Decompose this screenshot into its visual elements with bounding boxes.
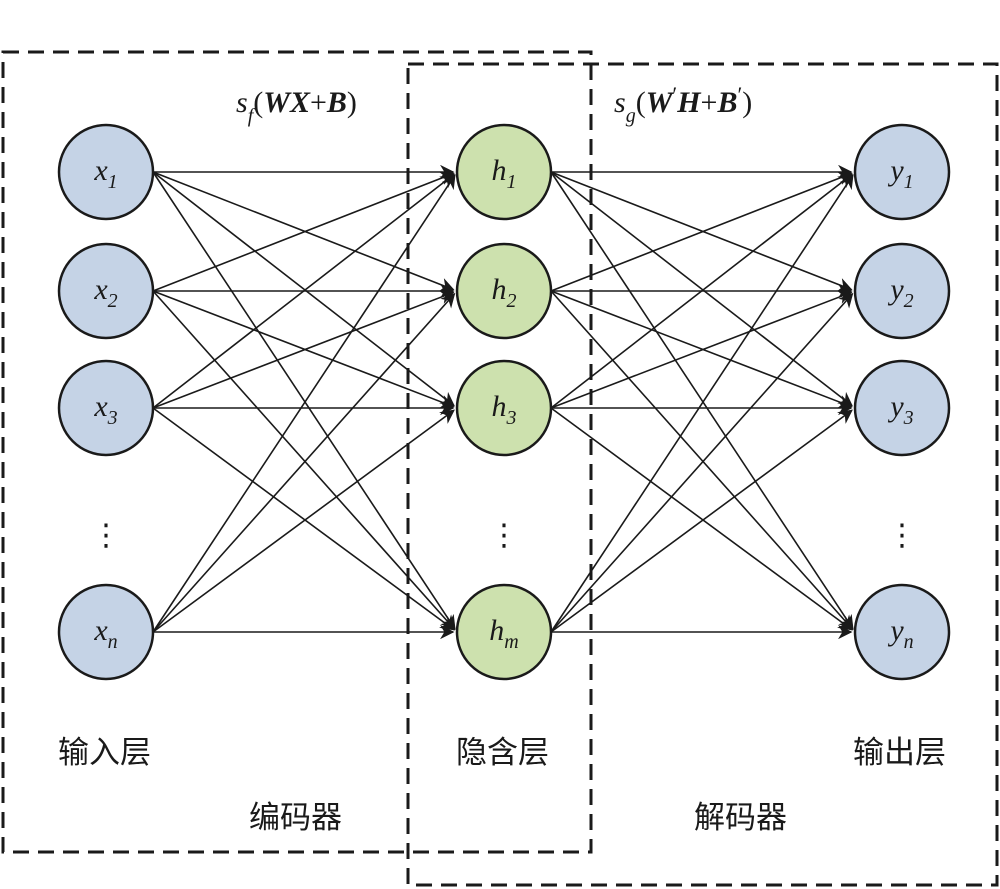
arrow-hidden-1-to-output-4 — [550, 171, 854, 630]
encoder-title: 编码器 — [249, 800, 342, 836]
arrow-input-1-to-hidden-4 — [152, 171, 456, 630]
arrow-input-3-to-hidden-4 — [152, 407, 455, 631]
svg-text:h1: h1 — [492, 154, 517, 193]
input-node-xn: xn — [57, 583, 155, 681]
arrow-hidden-1-to-output-3 — [550, 171, 853, 407]
arrow-input-1-to-hidden-3 — [152, 171, 455, 407]
input-layer-label: 输入层 — [58, 735, 151, 771]
output-node-yn: yn — [853, 583, 951, 681]
svg-text:h3: h3 — [492, 390, 517, 429]
arrow-input-3-to-hidden-2 — [152, 290, 455, 409]
arrow-hidden-3-to-output-2 — [550, 290, 853, 409]
arrow-hidden-3-to-output-4 — [550, 407, 853, 631]
svg-text:hm: hm — [489, 614, 518, 653]
arrow-hidden-2-to-output-1 — [550, 171, 853, 292]
arrow-hidden-2-to-output-4 — [550, 290, 854, 631]
input-node-x2: x2 — [57, 242, 155, 340]
arrow-input-2-to-hidden-1 — [152, 171, 455, 292]
encoder-box — [1, 50, 593, 854]
arrow-input-4-to-hidden-2 — [152, 292, 456, 633]
hidden-node-h2: h2 — [455, 242, 553, 340]
arrow-hidden-1-to-output-2 — [550, 171, 853, 292]
decoder-formula: sg(W′H+B′) — [614, 82, 752, 127]
arrow-hidden-2-to-output-3 — [550, 290, 853, 409]
svg-text:h2: h2 — [492, 273, 517, 312]
decoder-title: 解码器 — [694, 800, 787, 836]
svg-text:xn: xn — [93, 614, 117, 653]
input-node-x1: x1 — [57, 123, 155, 221]
output-node-y2: y2 — [853, 242, 951, 340]
input-ellipsis: ⋮ — [91, 518, 121, 553]
hidden-ellipsis: ⋮ — [489, 518, 519, 553]
svg-text:y1: y1 — [887, 154, 913, 193]
arrow-input-4-to-hidden-3 — [152, 409, 455, 633]
svg-text:x2: x2 — [93, 273, 117, 312]
svg-text:y3: y3 — [887, 390, 913, 429]
arrow-hidden-4-to-output-2 — [550, 292, 854, 633]
arrow-hidden-4-to-output-1 — [550, 174, 854, 633]
arrow-input-2-to-hidden-4 — [152, 290, 456, 631]
output-layer-label: 输出层 — [853, 735, 946, 771]
input-node-x3: x3 — [57, 359, 155, 457]
output-node-y3: y3 — [853, 359, 951, 457]
output-ellipsis: ⋮ — [887, 518, 917, 553]
arrow-input-4-to-hidden-1 — [152, 174, 456, 633]
arrow-hidden-3-to-output-1 — [550, 173, 853, 409]
encoder-formula: sf(WX+B) — [236, 86, 357, 127]
hidden-node-hm: hm — [455, 583, 553, 681]
output-node-y1: y1 — [853, 123, 951, 221]
decoder-box — [406, 62, 999, 887]
svg-text:yn: yn — [887, 614, 913, 653]
arrow-input-1-to-hidden-2 — [152, 171, 455, 292]
svg-text:x3: x3 — [93, 390, 117, 429]
hidden-layer-label: 隐含层 — [456, 735, 549, 771]
hidden-node-h1: h1 — [455, 123, 553, 221]
hidden-node-h3: h3 — [455, 359, 553, 457]
connection-lines — [152, 164, 854, 640]
svg-text:x1: x1 — [93, 154, 117, 193]
arrow-input-3-to-hidden-1 — [152, 173, 455, 409]
arrow-hidden-4-to-output-3 — [550, 409, 853, 633]
arrow-input-2-to-hidden-3 — [152, 290, 455, 409]
svg-text:y2: y2 — [887, 273, 913, 312]
